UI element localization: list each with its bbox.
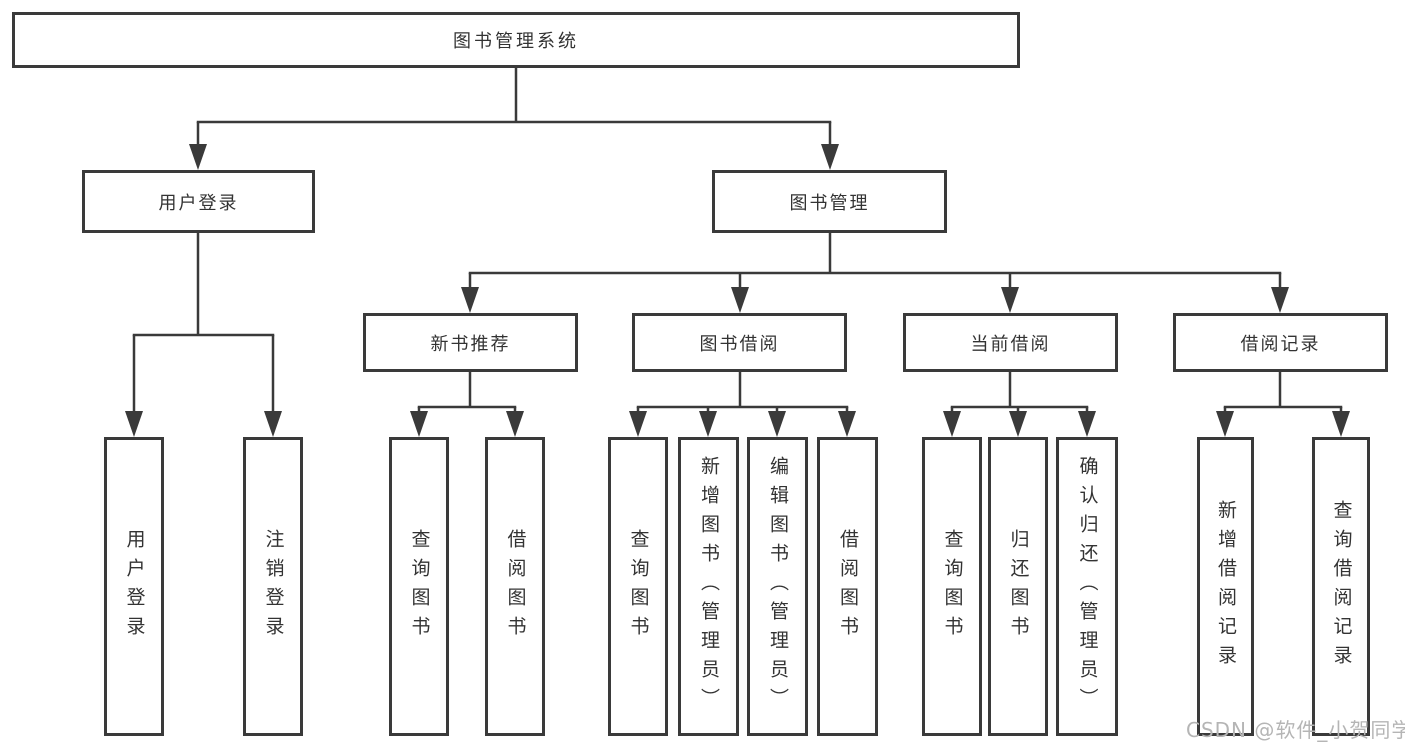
node-label: 编辑图书（管理员） <box>767 456 789 717</box>
node-label: 新书推荐 <box>430 333 511 355</box>
leaf-add-book-admin: 新增图书（管理员） <box>678 437 739 736</box>
node-book-management: 图书管理 <box>712 170 947 233</box>
node-label: 新增借阅记录 <box>1215 499 1237 674</box>
node-label: 借阅图书 <box>837 528 859 645</box>
watermark: CSDN @软件_小贺同学 <box>1186 718 1405 742</box>
node-label: 归还图书 <box>1007 528 1030 645</box>
leaf-borrow-books-borrowing: 借阅图书 <box>817 437 878 736</box>
node-label: 查询图书 <box>408 528 431 645</box>
leaf-query-borrow-record: 查询借阅记录 <box>1312 437 1370 736</box>
leaf-confirm-return-admin: 确认归还（管理员） <box>1056 437 1118 736</box>
node-label: 借阅图书 <box>504 528 527 645</box>
node-label: 图书借阅 <box>699 333 780 355</box>
node-label: 新增图书（管理员） <box>698 456 720 717</box>
node-label: 借阅记录 <box>1240 333 1321 355</box>
node-book-borrowing: 图书借阅 <box>632 313 847 372</box>
node-label: 查询图书 <box>941 528 964 645</box>
node-user-login: 用户登录 <box>82 170 315 233</box>
node-label: 用户登录 <box>123 528 146 645</box>
node-label: 查询图书 <box>627 528 650 645</box>
leaf-query-books-recommend: 查询图书 <box>389 437 449 736</box>
node-label: 当前借阅 <box>970 333 1051 355</box>
leaf-logout: 注销登录 <box>243 437 303 736</box>
leaf-borrow-books-recommend: 借阅图书 <box>485 437 545 736</box>
node-current-borrowing: 当前借阅 <box>903 313 1118 372</box>
node-label: 用户登录 <box>158 192 239 214</box>
node-label: 注销登录 <box>262 528 285 645</box>
leaf-return-books: 归还图书 <box>988 437 1048 736</box>
leaf-query-books-current: 查询图书 <box>922 437 982 736</box>
node-label: 查询借阅记录 <box>1330 499 1353 674</box>
arrowheads <box>125 144 1350 437</box>
leaf-user-login: 用户登录 <box>104 437 164 736</box>
node-label: 图书管理 <box>789 192 870 214</box>
leaf-query-books-borrowing: 查询图书 <box>608 437 668 736</box>
leaf-add-borrow-record: 新增借阅记录 <box>1197 437 1254 736</box>
leaf-edit-book-admin: 编辑图书（管理员） <box>747 437 808 736</box>
node-label: 图书管理系统 <box>453 31 579 52</box>
node-library-management-system: 图书管理系统 <box>12 12 1020 68</box>
node-new-book-recommend: 新书推荐 <box>363 313 578 372</box>
node-label: 确认归还（管理员） <box>1076 456 1099 717</box>
node-borrowing-records: 借阅记录 <box>1173 313 1388 372</box>
